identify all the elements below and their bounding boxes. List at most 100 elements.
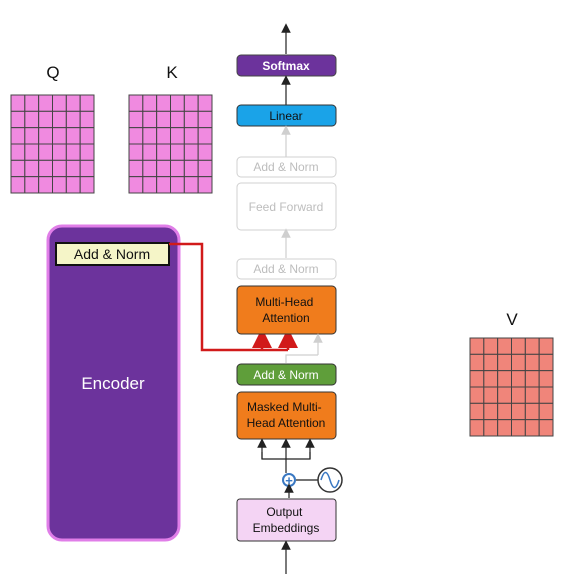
matrix-cell bbox=[65, 110, 81, 129]
matrix-cell bbox=[524, 386, 540, 404]
matrix-cell bbox=[156, 110, 172, 129]
matrix-cell bbox=[52, 176, 67, 194]
add-norm-masked-box bbox=[236, 363, 337, 386]
matrix-cell bbox=[469, 419, 485, 437]
matrix-cell bbox=[52, 94, 67, 112]
k-label: K bbox=[166, 63, 178, 82]
matrix-cell bbox=[10, 127, 26, 145]
matrix-cell bbox=[524, 419, 540, 437]
plus-icon: + bbox=[285, 473, 293, 488]
matrix-cell bbox=[170, 94, 185, 112]
matrix-cell bbox=[52, 159, 67, 178]
matrix-cell bbox=[497, 419, 512, 437]
matrix-cell bbox=[128, 94, 144, 112]
matrix-cell bbox=[156, 143, 172, 161]
encoder-output-line bbox=[169, 242, 288, 352]
matrix-cell bbox=[511, 353, 526, 372]
add-norm-top-box bbox=[236, 156, 337, 178]
matrix-cell bbox=[469, 370, 485, 388]
matrix-cell bbox=[538, 402, 554, 421]
matrix-cell bbox=[128, 176, 144, 194]
matrix-cell bbox=[142, 94, 158, 112]
add-norm-masked-label: Add & Norm bbox=[253, 368, 318, 382]
matrix-cell bbox=[483, 337, 499, 355]
matrix-cell bbox=[52, 127, 67, 145]
matrix-cell bbox=[511, 337, 526, 355]
matrix-cell bbox=[469, 337, 485, 355]
matrix-cell bbox=[38, 143, 54, 161]
masked-attention-line-1: Masked Multi- bbox=[247, 400, 322, 414]
matrix-cell bbox=[79, 143, 95, 161]
matrix-cell bbox=[38, 176, 54, 194]
matrix-cell bbox=[524, 337, 540, 355]
matrix-cell bbox=[483, 370, 499, 388]
encoder-label: Encoder bbox=[81, 374, 145, 393]
matrix-cell bbox=[197, 110, 213, 129]
matrix-cell bbox=[142, 143, 158, 161]
matrix-cell bbox=[197, 176, 213, 194]
multi-head-attention-line-2: Attention bbox=[262, 311, 309, 325]
k-matrix bbox=[128, 94, 213, 194]
matrix-cell bbox=[183, 94, 199, 112]
feed-forward-label: Feed Forward bbox=[249, 200, 324, 214]
sine-wave-icon bbox=[320, 471, 340, 489]
matrix-cell bbox=[24, 127, 40, 145]
matrix-cell bbox=[128, 143, 144, 161]
matrix-cell bbox=[511, 370, 526, 388]
matrix-cell bbox=[10, 143, 26, 161]
masked-attention-label: Masked Multi- Head Attention bbox=[247, 400, 326, 430]
matrix-cell bbox=[524, 353, 540, 372]
matrix-cell bbox=[170, 110, 185, 129]
matrix-cell bbox=[142, 159, 158, 178]
output-embeddings-line-1: Output bbox=[266, 505, 303, 519]
matrix-cell bbox=[10, 176, 26, 194]
matrix-cell bbox=[79, 176, 95, 194]
add-norm-mid-label: Add & Norm bbox=[253, 262, 318, 276]
output-embeddings-line-2: Embeddings bbox=[253, 521, 320, 535]
matrix-cell bbox=[483, 353, 499, 372]
matrix-cell bbox=[497, 353, 512, 372]
matrix-cell bbox=[10, 94, 26, 112]
matrix-cell bbox=[38, 110, 54, 129]
matrix-cell bbox=[156, 94, 172, 112]
matrix-cell bbox=[65, 176, 81, 194]
matrix-cell bbox=[183, 110, 199, 129]
matrix-cell bbox=[497, 370, 512, 388]
matrix-cell bbox=[24, 143, 40, 161]
masked-input-split-right bbox=[286, 452, 311, 460]
matrix-cell bbox=[483, 419, 499, 437]
output-embeddings-label: Output Embeddings bbox=[253, 505, 320, 535]
linear-label: Linear bbox=[269, 109, 302, 123]
matrix-cell bbox=[65, 127, 81, 145]
matrix-cell bbox=[65, 94, 81, 112]
matrix-cell bbox=[142, 110, 158, 129]
matrix-cell bbox=[65, 159, 81, 178]
matrix-cell bbox=[511, 386, 526, 404]
matrix-cell bbox=[538, 370, 554, 388]
matrix-cell bbox=[52, 110, 67, 129]
matrix-cell bbox=[483, 386, 499, 404]
matrix-cell bbox=[128, 110, 144, 129]
matrix-cell bbox=[38, 94, 54, 112]
add-norm-top-label: Add & Norm bbox=[253, 160, 318, 174]
masked-attention-line-2: Head Attention bbox=[247, 416, 326, 430]
matrix-cell bbox=[170, 143, 185, 161]
q-matrix bbox=[10, 94, 95, 194]
matrix-cell bbox=[24, 159, 40, 178]
encoder-block bbox=[46, 224, 181, 542]
matrix-cell bbox=[79, 94, 95, 112]
matrix-cell bbox=[156, 176, 172, 194]
masked-input-split-left bbox=[261, 452, 286, 460]
matrix-cell bbox=[497, 337, 512, 355]
multi-head-attention-box bbox=[236, 285, 337, 335]
matrix-cell bbox=[524, 402, 540, 421]
v-matrix bbox=[469, 337, 554, 437]
matrix-cell bbox=[38, 159, 54, 178]
matrix-cell bbox=[183, 127, 199, 145]
encoder-add-norm-label: Add & Norm bbox=[74, 246, 150, 262]
matrix-cell bbox=[79, 127, 95, 145]
matrix-cell bbox=[483, 402, 499, 421]
matrix-cell bbox=[197, 127, 213, 145]
matrix-cell bbox=[524, 370, 540, 388]
